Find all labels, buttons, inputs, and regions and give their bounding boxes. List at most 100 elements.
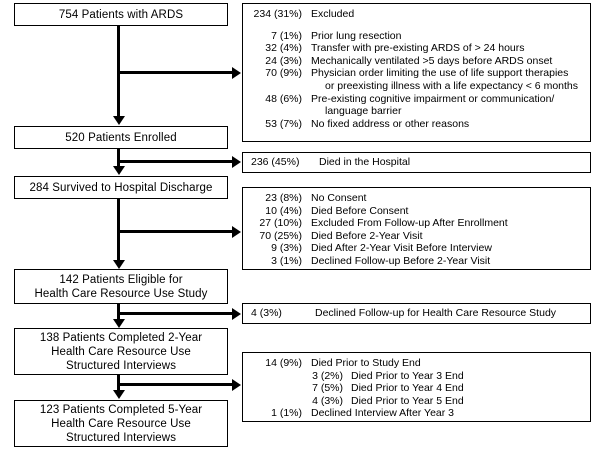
connector-754-to-excluded: [117, 71, 233, 74]
arrow-right-to-declined-resource-panel: [232, 308, 241, 320]
reason-text: No Consent: [311, 192, 367, 204]
node-box-enrolled-520: 520 Patients Enrolled: [14, 126, 228, 149]
node-line: 284 Survived to Hospital Discharge: [29, 181, 213, 194]
arrow-down-284-to-142: [113, 260, 125, 269]
reason-panel-died-study-end: 14 (9%) Died Prior to Study End 3 (2%) D…: [242, 352, 591, 422]
reason-count: 23 (8%): [265, 192, 302, 204]
reason-row: 236 (45%) Died in the Hospital: [243, 156, 590, 169]
reason-row: 10 (4%) Died Before Consent: [243, 205, 590, 218]
reason-text: Died in the Hospital: [319, 156, 411, 169]
reason-row: 234 (31%) Excluded: [243, 8, 590, 21]
reason-text: Died Before Consent: [311, 204, 409, 217]
reason-text: Died Prior to Year 3 End: [351, 369, 464, 382]
reason-text: Physician order limiting the use of life…: [311, 67, 569, 80]
arrow-down-138-to-123: [113, 390, 125, 399]
reason-panel-lost-followup: 23 (8%) No Consent 10 (4%) Died Before C…: [242, 187, 591, 270]
reason-text-continuation: language barrier: [325, 105, 402, 118]
node-line: Structured Interviews: [65, 359, 177, 372]
reason-count: 3 (1%): [271, 254, 302, 267]
reason-count: 24 (3%): [265, 54, 302, 67]
node-line: 142 Patients Eligible for: [59, 273, 183, 286]
reason-text: Died After 2-Year Visit Before Interview: [311, 242, 492, 255]
reason-text: Prior lung resection: [311, 29, 402, 42]
reason-row: 70 (9%) Physician order limiting the use…: [243, 67, 590, 92]
reason-row: 53 (7%) No fixed address or other reason…: [243, 118, 590, 131]
reason-count: 3 (2%): [312, 369, 343, 382]
arrow-down-520-to-284: [113, 166, 125, 175]
reason-subrow: 7 (5%) Died Prior to Year 4 End: [243, 382, 590, 395]
node-line: 123 Patients Completed 5-Year: [39, 403, 203, 416]
node-line: Health Care Resource Use Study: [34, 287, 208, 300]
reason-count: 27 (10%): [259, 217, 302, 230]
node-box-enrolled-754: 754 Patients with ARDS: [14, 3, 228, 26]
reason-count: 70 (9%): [265, 67, 302, 80]
reason-text: Declined Follow-up for Health Care Resou…: [315, 307, 557, 320]
node-box-eligible-142: 142 Patients Eligible for Health Care Re…: [14, 269, 228, 304]
reason-count: 32 (4%): [265, 42, 302, 55]
node-box-completed-138: 138 Patients Completed 2-Year Health Car…: [14, 328, 228, 375]
reason-panel-declined-resource: 4 (3%) Declined Follow-up for Health Car…: [242, 303, 591, 324]
reason-count: 7 (1%): [271, 29, 302, 42]
reason-count: 4 (3%): [312, 394, 343, 407]
reason-count: 10 (4%): [265, 204, 302, 217]
node-line: 520 Patients Enrolled: [65, 131, 177, 144]
node-line: Structured Interviews: [65, 431, 177, 444]
reason-count: 70 (25%): [259, 229, 302, 242]
arrow-right-to-excluded-panel: [232, 67, 241, 79]
reason-text: Mechanically ventilated >5 days before A…: [311, 54, 553, 67]
reason-subrow: 3 (2%) Died Prior to Year 3 End: [243, 370, 590, 383]
arrow-right-to-died-study-end-panel: [232, 379, 241, 391]
reason-text: Died Prior to Study End: [311, 357, 421, 369]
reason-row: 7 (1%) Prior lung resection: [243, 30, 590, 43]
reason-text: Declined Follow-up Before 2-Year Visit: [311, 254, 491, 267]
arrow-right-to-died-hospital-panel: [232, 156, 241, 168]
reason-row: 70 (25%) Died Before 2-Year Visit: [243, 230, 590, 243]
connector-520-to-died-hospital: [117, 160, 233, 163]
reason-row: 32 (4%) Transfer with pre-existing ARDS …: [243, 42, 590, 55]
connector-142-to-declined-resource: [117, 312, 233, 315]
reason-row-spacer: [243, 21, 590, 30]
reason-count: 53 (7%): [265, 117, 302, 130]
reason-row: 1 (1%) Declined Interview After Year 3: [243, 407, 590, 420]
reason-text: Died Prior to Year 5 End: [351, 394, 464, 407]
reason-panel-excluded: 234 (31%) Excluded 7 (1%) Prior lung res…: [242, 3, 591, 142]
connector-138-to-died-study-end: [117, 383, 233, 386]
reason-count: 48 (6%): [265, 92, 302, 105]
node-line: 754 Patients with ARDS: [58, 8, 184, 21]
reason-count: 1 (1%): [271, 407, 302, 420]
reason-row: 27 (10%) Excluded From Follow-up After E…: [243, 217, 590, 230]
reason-count: 7 (5%): [312, 382, 343, 395]
reason-text-wrap: Pre-existing cognitive impairment or com…: [311, 93, 590, 118]
reason-row: 4 (3%) Declined Follow-up for Health Car…: [243, 307, 590, 320]
node-line: Health Care Resource Use: [51, 345, 191, 358]
connector-520-to-284: [117, 149, 120, 167]
reason-subrow: 4 (3%) Died Prior to Year 5 End: [243, 395, 590, 408]
reason-text: Declined Interview After Year 3: [311, 407, 455, 420]
arrow-down-142-to-138: [113, 319, 125, 328]
reason-count: 236 (45%): [251, 156, 300, 169]
reason-count: 9 (3%): [271, 242, 302, 255]
reason-text: Died Prior to Year 4 End: [351, 382, 464, 395]
reason-row: 48 (6%) Pre-existing cognitive impairmen…: [243, 93, 590, 118]
reason-text: Transfer with pre-existing ARDS of > 24 …: [311, 42, 525, 55]
reason-text: Died Before 2-Year Visit: [311, 229, 423, 242]
reason-text: No fixed address or other reasons: [311, 117, 470, 130]
arrow-down-754-to-520: [113, 116, 125, 125]
arrow-right-to-lost-followup-panel: [232, 226, 241, 238]
reason-count: 14 (9%): [265, 357, 302, 369]
reason-row: 9 (3%) Died After 2-Year Visit Before In…: [243, 242, 590, 255]
node-box-completed-123: 123 Patients Completed 5-Year Health Car…: [14, 400, 228, 447]
reason-text: Excluded From Follow-up After Enrollment: [311, 217, 508, 230]
node-box-survived-284: 284 Survived to Hospital Discharge: [14, 176, 228, 199]
reason-row: 23 (8%) No Consent: [243, 192, 590, 205]
reason-row: 14 (9%) Died Prior to Study End: [243, 357, 590, 370]
node-line: Health Care Resource Use: [51, 417, 191, 430]
reason-row: 24 (3%) Mechanically ventilated >5 days …: [243, 55, 590, 68]
reason-text: Pre-existing cognitive impairment or com…: [311, 92, 555, 105]
connector-284-to-lost-followup: [117, 230, 233, 233]
reason-row: 3 (1%) Declined Follow-up Before 2-Year …: [243, 255, 590, 268]
reason-text-wrap: Physician order limiting the use of life…: [311, 67, 590, 92]
reason-text: Excluded: [311, 8, 355, 20]
node-line: 138 Patients Completed 2-Year: [39, 331, 203, 344]
